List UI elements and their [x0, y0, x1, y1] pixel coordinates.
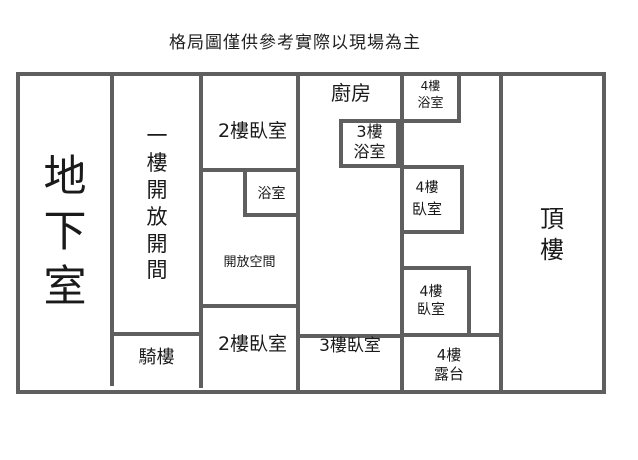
roof-label: 頂樓: [540, 205, 564, 265]
floor4-terrace-label-line2: 露台: [433, 365, 464, 383]
floor2-bathroom-label: 浴室: [257, 186, 286, 202]
plan-disclaimer-title: 格局圖僅供參考實際以現場為主: [169, 33, 421, 53]
wall-bathroom2: [243, 170, 298, 217]
floor3-bathroom-label-line1: 3樓: [356, 122, 383, 141]
wall-bedroom4-lower: [402, 266, 471, 337]
floor3-kitchen-label: 廚房: [331, 81, 371, 105]
floor4-bedroom-lower-label-line2: 臥室: [417, 302, 445, 318]
floor1-open-space-label: 一樓開放開間: [146, 124, 168, 283]
floor4-bedroom-upper-label-line2: 臥室: [411, 200, 442, 218]
floor2-open-space-label: 開放空間: [223, 255, 276, 270]
floor4-terrace-label-line1: 4樓: [436, 346, 462, 364]
floor2-bedroom-top-label: 2樓臥室: [217, 120, 288, 142]
floor3-bathroom-label-line2: 浴室: [353, 142, 386, 161]
floor3-bedroom-label: 3樓臥室: [319, 336, 381, 356]
basement-label: 地下室: [43, 152, 87, 313]
floor4-bedroom-lower-label-line1: 4樓: [419, 284, 443, 300]
floor2-bedroom-bottom-label: 2樓臥室: [217, 333, 288, 355]
floor1-arcade-label: 騎樓: [138, 347, 175, 368]
wall-bathroom3: [339, 119, 400, 168]
building-outline: [16, 72, 606, 394]
floor4-bathroom-label-line2: 浴室: [417, 96, 444, 111]
wall-bedroom4-upper: [402, 165, 464, 234]
floor4-bedroom-upper-label-line1: 4樓: [415, 180, 439, 196]
floor4-bathroom-label-line1: 4樓: [420, 79, 441, 93]
wall-bathroom4: [402, 74, 461, 123]
